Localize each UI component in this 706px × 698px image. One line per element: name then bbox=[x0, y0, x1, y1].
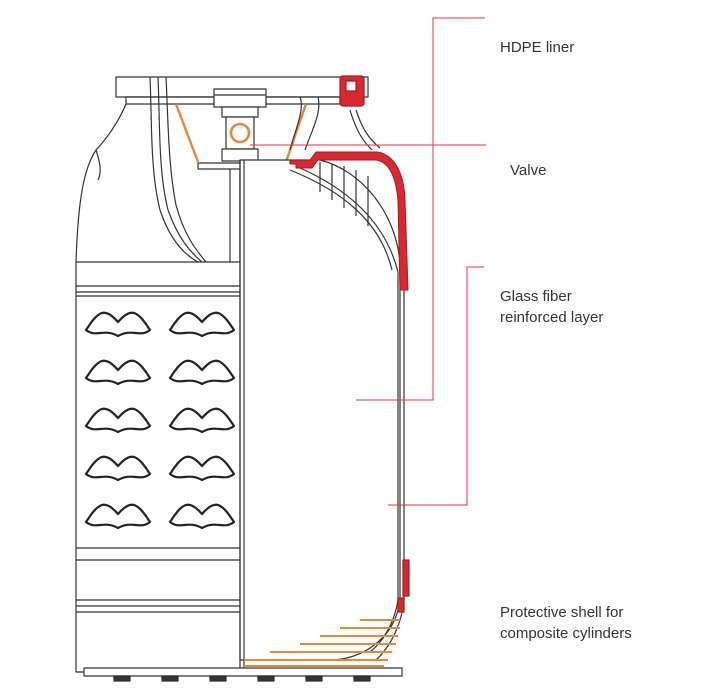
bottom-stripes bbox=[244, 619, 400, 667]
label-protective-shell: Protective shell for composite cylinders bbox=[500, 602, 632, 644]
label-shell-line2: composite cylinders bbox=[500, 625, 632, 642]
chevron-hole-icon bbox=[84, 311, 236, 530]
label-hdpe-liner-text: HDPE liner bbox=[500, 39, 575, 56]
label-valve-text: Valve bbox=[510, 162, 547, 179]
label-hdpe-liner: HDPE liner bbox=[500, 37, 574, 58]
leader-lines bbox=[250, 17, 486, 506]
hdpe-liner-red bbox=[289, 151, 409, 291]
valve-cap bbox=[213, 88, 267, 108]
inner-vessel-outline bbox=[239, 159, 401, 661]
shell-red-tab bbox=[402, 559, 410, 597]
leader-glass bbox=[388, 266, 484, 506]
label-shell-line1: Protective shell for bbox=[500, 604, 624, 621]
base-ring bbox=[83, 667, 403, 677]
leader-hdpe bbox=[356, 17, 485, 401]
shell-left-outline bbox=[75, 103, 240, 673]
funnel bbox=[174, 103, 308, 163]
label-glass-fiber: Glass fiber reinforced layer bbox=[500, 286, 603, 328]
label-glass-fiber-line1: Glass fiber bbox=[500, 288, 572, 305]
label-valve: Valve bbox=[510, 160, 546, 181]
valve-ring bbox=[229, 122, 251, 144]
label-glass-fiber-line2: reinforced layer bbox=[500, 309, 604, 326]
